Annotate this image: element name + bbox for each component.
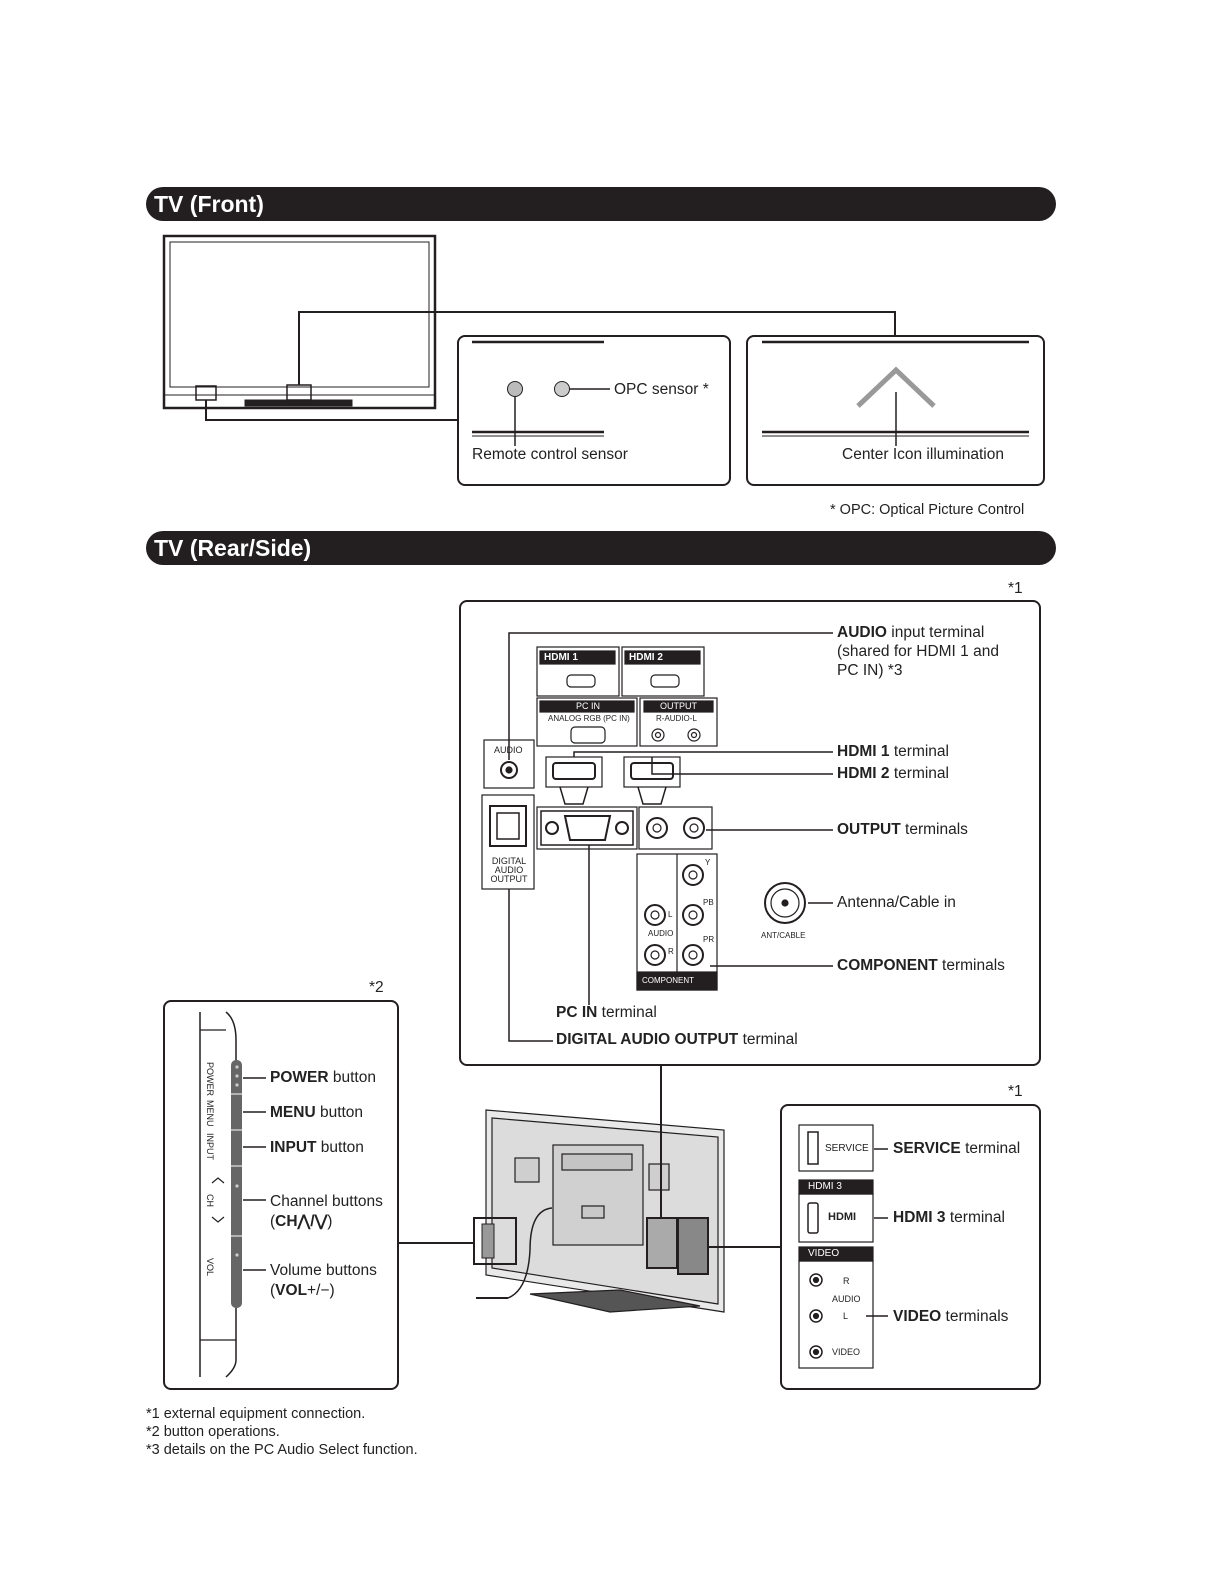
- center-icon-label: Center Icon illumination: [842, 446, 1004, 463]
- ref-note-1: *1: [1008, 580, 1023, 597]
- audio-input-label: AUDIO input terminal: [837, 624, 985, 641]
- pc-in-label: PC IN terminal: [556, 1004, 657, 1021]
- rear-connector-lines: [399, 1066, 781, 1299]
- vertical-menu-text: MENU: [205, 1100, 215, 1127]
- vertical-ch-text: CH: [205, 1194, 215, 1207]
- rear-leader-lines: [508, 632, 833, 1042]
- volume-buttons-label: Volume buttons: [270, 1262, 377, 1279]
- r-audio-l-tag: R-AUDIO-L: [656, 714, 697, 723]
- channel-buttons-keys: (CH⋀/⋁): [270, 1213, 333, 1230]
- right-panel-drawing: [798, 1124, 888, 1369]
- power-button-label: POWER button: [270, 1069, 376, 1086]
- rear-terminal-drawing: [481, 646, 806, 991]
- side-buttons-drawing: [199, 1011, 266, 1378]
- channel-buttons-label: Channel buttons: [270, 1193, 383, 1210]
- tv-front-illustration: [162, 234, 437, 410]
- pr-tag: PR: [703, 935, 715, 944]
- footnote-3: *3 details on the PC Audio Select functi…: [146, 1442, 418, 1458]
- service-tag: SERVICE: [825, 1143, 869, 1154]
- audio-channel-tag: AUDIO: [832, 1294, 861, 1304]
- audio-input-label-line2: (shared for HDMI 1 and: [837, 643, 999, 660]
- vertical-input-text: INPUT: [205, 1133, 215, 1160]
- component-label: COMPONENT terminals: [837, 957, 1005, 974]
- y-tag: Y: [705, 858, 711, 867]
- pb-tag: PB: [703, 898, 714, 907]
- l-channel-tag: L: [843, 1311, 849, 1321]
- hdmi-logo: HDMI: [828, 1211, 857, 1223]
- r-tag: R: [668, 947, 674, 956]
- hdmi2-tag: HDMI 2: [629, 652, 663, 663]
- r-channel-tag: R: [843, 1276, 850, 1286]
- component-tag: COMPONENT: [642, 976, 694, 985]
- service-terminal-label: SERVICE terminal: [893, 1140, 1021, 1157]
- video-terminals-label: VIDEO terminals: [893, 1308, 1009, 1325]
- vertical-vol-text: VOL: [205, 1258, 215, 1277]
- audio-tag: AUDIO: [494, 745, 523, 755]
- hdmi1-label: HDMI 1 terminal: [837, 743, 949, 760]
- footnote-1: *1 external equipment connection.: [146, 1406, 366, 1422]
- hdmi2-label: HDMI 2 terminal: [837, 765, 949, 782]
- digital-audio-output-label: DIGITAL AUDIO OUTPUT terminal: [556, 1031, 798, 1048]
- hdmi3-terminal-label: HDMI 3 terminal: [893, 1209, 1005, 1226]
- antenna-label: Antenna/Cable in: [837, 894, 956, 911]
- audio-small-tag: AUDIO: [648, 929, 674, 938]
- ref-note-1b: *1: [1008, 1083, 1023, 1100]
- ant-cable-tag: ANT/CABLE: [761, 931, 806, 940]
- footnote-2: *2 button operations.: [146, 1424, 280, 1440]
- menu-button-label: MENU button: [270, 1104, 364, 1121]
- video-tag: VIDEO: [808, 1248, 840, 1259]
- ref-note-2: *2: [369, 979, 384, 996]
- volume-buttons-keys: (VOL+/−): [270, 1282, 335, 1299]
- hdmi3-tag: HDMI 3: [808, 1181, 842, 1192]
- sensor-closeup-panel: [457, 335, 731, 486]
- opc-sensor-label: OPC sensor *: [614, 381, 709, 398]
- digital-audio-output-tag: DIGITAL AUDIO OUTPUT: [490, 856, 528, 884]
- output-tag: OUTPUT: [660, 701, 697, 711]
- output-label: OUTPUT terminals: [837, 821, 968, 838]
- video-jack-tag: VIDEO: [832, 1347, 861, 1357]
- pc-in-tag: PC IN: [576, 701, 601, 711]
- section-title-front: TV (Front): [146, 187, 1056, 221]
- l-tag: L: [668, 910, 673, 919]
- opc-note: * OPC: Optical Picture Control: [830, 502, 1025, 518]
- audio-input-label-line3: PC IN) *3: [837, 662, 903, 679]
- section-title-rear: TV (Rear/Side): [146, 531, 1056, 565]
- tv-rear-illustration: [473, 1109, 725, 1313]
- side-buttons-panel: [163, 1000, 399, 1390]
- input-button-label: INPUT button: [270, 1139, 364, 1156]
- remote-sensor-label: Remote control sensor: [472, 446, 628, 463]
- hdmi1-tag: HDMI 1: [544, 652, 578, 663]
- vertical-power-text: POWER: [205, 1062, 215, 1097]
- analog-rgb-tag: ANALOG RGB (PC IN): [548, 714, 630, 723]
- front-leader-lines: [205, 311, 896, 421]
- right-terminal-panel: [780, 1104, 1041, 1390]
- rear-terminal-panel: [459, 600, 1041, 1066]
